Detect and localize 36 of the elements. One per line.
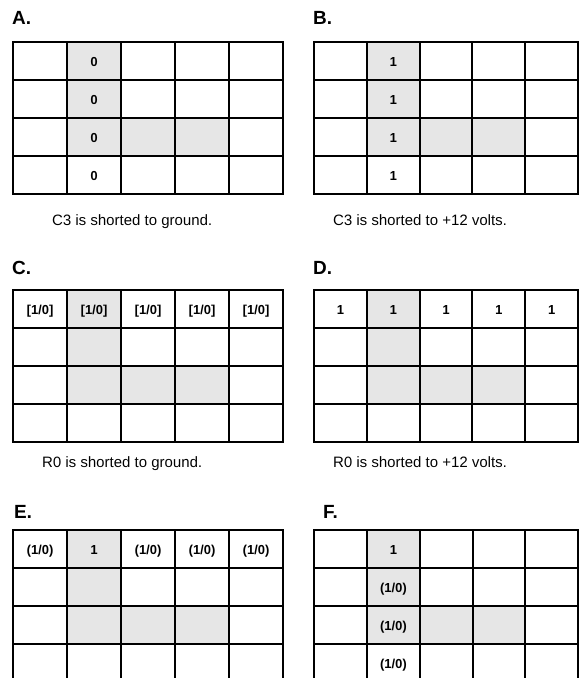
caption-text: R0 is shorted to +12 volts. bbox=[333, 454, 507, 471]
grid-cell: (1/0) bbox=[13, 530, 67, 568]
grid-cell: 1 bbox=[314, 290, 367, 328]
panel-letter: F. bbox=[323, 502, 338, 524]
grid-cell: [1/0] bbox=[67, 290, 121, 328]
grid-cell: [1/0] bbox=[175, 290, 229, 328]
grid-cell: 1 bbox=[67, 530, 121, 568]
panel-letter: D. bbox=[313, 258, 332, 280]
panel-letter: A. bbox=[12, 8, 31, 30]
grid-cell: 1 bbox=[525, 290, 578, 328]
panel-letter: B. bbox=[313, 8, 332, 30]
caption-text: C3 is shorted to +12 volts. bbox=[333, 212, 507, 229]
grid-cell: 1 bbox=[366, 42, 420, 80]
grid-cell: [1/0] bbox=[229, 290, 283, 328]
grid-cell: 0 bbox=[67, 80, 121, 118]
grid-cell: 1 bbox=[420, 290, 472, 328]
grid-cell: 0 bbox=[67, 156, 121, 194]
grid-cell: (1/0) bbox=[366, 568, 420, 606]
grid-cell: (1/0) bbox=[121, 530, 175, 568]
grid-cell: 1 bbox=[366, 290, 420, 328]
grid-cell: 0 bbox=[67, 118, 121, 156]
grid-cell: 1 bbox=[366, 530, 420, 568]
grid-cell: (1/0) bbox=[175, 530, 229, 568]
grid-cell: 1 bbox=[366, 80, 420, 118]
grid-cell: [1/0] bbox=[121, 290, 175, 328]
grid-cell: (1/0) bbox=[229, 530, 283, 568]
caption-text: C3 is shorted to ground. bbox=[52, 212, 212, 229]
grid-cell: [1/0] bbox=[13, 290, 67, 328]
panel-letter: E. bbox=[14, 502, 32, 524]
caption-text: R0 is shorted to ground. bbox=[42, 454, 202, 471]
grid-cell: 1 bbox=[366, 156, 420, 194]
grid-cell: (1/0) bbox=[366, 606, 420, 644]
grid-cell: 1 bbox=[472, 290, 526, 328]
grid-cell: 1 bbox=[366, 118, 420, 156]
grid-cell: 0 bbox=[67, 42, 121, 80]
panel-letter: C. bbox=[12, 258, 31, 280]
